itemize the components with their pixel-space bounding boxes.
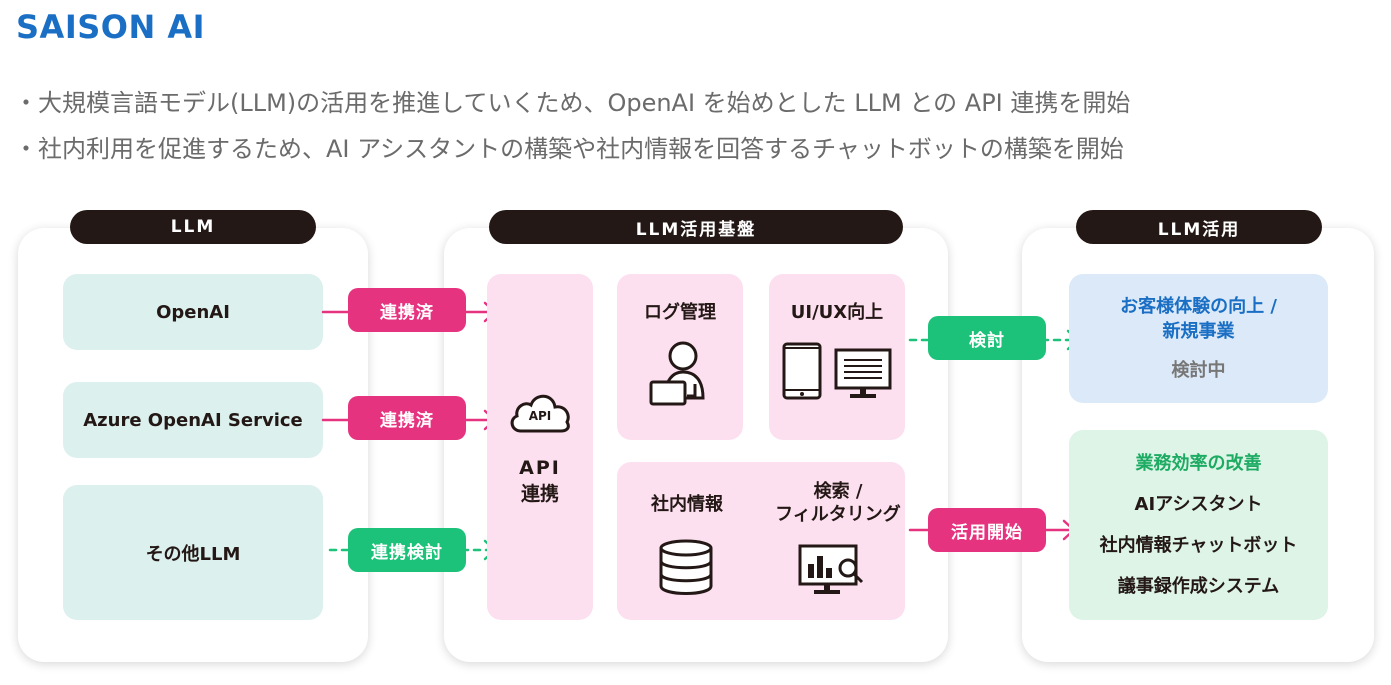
platform-header: LLM活用基盤: [489, 210, 903, 244]
internal-info-box: [617, 462, 905, 620]
uiux-box: UI/UX向上: [769, 274, 905, 440]
api-integration-box: API API 連携: [487, 274, 593, 620]
analytics-search-icon: [798, 544, 864, 594]
api-label: API: [519, 456, 561, 479]
database-icon: [659, 539, 713, 595]
internal-info-label: 社内情報: [651, 494, 723, 515]
bullet-item: ・大規模言語モデル(LLM)の活用を推進していくため、OpenAI を始めとした…: [14, 89, 1131, 117]
efficiency-item: 社内情報チャットボット: [1099, 535, 1298, 556]
llm-header: LLM: [70, 210, 316, 244]
usage-header: LLM活用: [1076, 210, 1322, 244]
status-label: 検討中: [1171, 360, 1226, 381]
person-laptop-icon: [649, 341, 705, 406]
log-label: ログ管理: [644, 302, 716, 323]
monitor-icon: [834, 348, 892, 398]
search-filter-label: 検索 / フィルタリング: [775, 481, 901, 525]
llm-azure: Azure OpenAI Service: [63, 382, 323, 458]
llm-openai: OpenAI: [63, 274, 323, 350]
log-management-box: ログ管理: [617, 274, 743, 440]
efficiency-box: 業務効率の改善 AIアシスタント 社内情報チャットボット 議事録作成システム: [1069, 430, 1328, 620]
bullet-item: ・社内利用を促進するため、AI アシスタントの構築や社内情報を回答するチャットボ…: [14, 135, 1124, 163]
efficiency-item: 議事録作成システム: [1117, 576, 1280, 597]
efficiency-item: AIアシスタント: [1134, 494, 1263, 515]
uiux-label: UI/UX向上: [790, 302, 884, 323]
api-label: 連携: [520, 482, 559, 505]
tag-start-use: 活用開始: [928, 508, 1046, 552]
cloud-api-icon: API: [507, 389, 573, 435]
tablet-icon: [782, 342, 822, 400]
tag-consider: 検討: [928, 316, 1046, 360]
tag-considering-link: 連携検討: [348, 528, 466, 572]
tag-linked: 連携済: [348, 396, 466, 440]
bullet-list: ・大規模言語モデル(LLM)の活用を推進していくため、OpenAI を始めとした…: [14, 80, 1130, 172]
llm-other: その他LLM: [63, 485, 323, 620]
customer-experience-box: お客様体験の向上 / 新規事業 検討中: [1069, 274, 1328, 403]
page-title: SAISON AI: [16, 8, 206, 46]
tag-linked: 連携済: [348, 288, 466, 332]
